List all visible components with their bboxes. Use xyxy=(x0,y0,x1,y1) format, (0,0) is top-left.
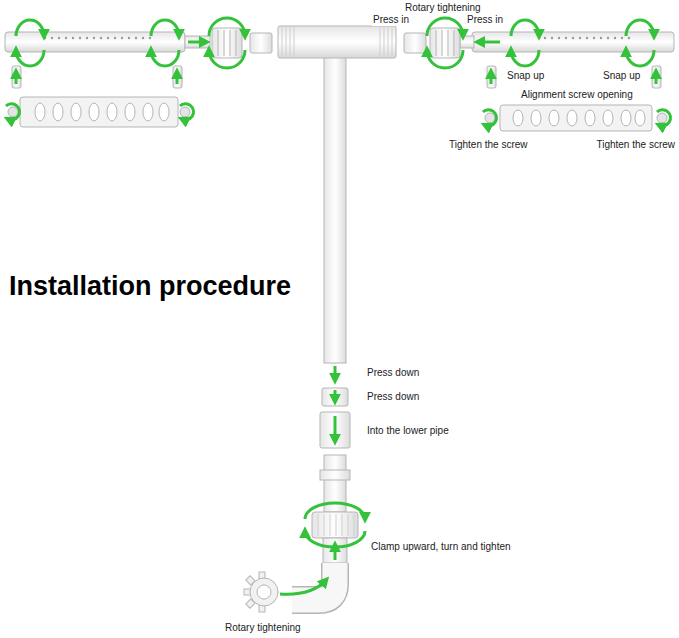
spray-bar xyxy=(460,32,674,52)
step-label: Rotary tightening xyxy=(404,2,482,14)
step-label: Press in xyxy=(466,14,504,26)
diagram-title: Installation procedure xyxy=(8,270,292,302)
clip xyxy=(12,66,661,88)
step-label: Clamp upward, turn and tighten xyxy=(370,541,512,553)
step-label: Into the lower pipe xyxy=(366,425,450,437)
step-label: Tighten the screw xyxy=(448,139,529,151)
step-label: Tighten the screw xyxy=(595,139,676,151)
motion-arrow xyxy=(6,18,671,594)
step-label: Press down xyxy=(366,391,420,403)
step-label: Press in xyxy=(372,14,410,26)
step-label: Rotary tightening xyxy=(224,622,302,634)
tee-fitting xyxy=(278,26,396,363)
step-label: Snap up xyxy=(602,70,641,82)
lower-pipe-parts xyxy=(312,388,358,563)
nozzle-bar xyxy=(8,97,667,131)
step-label: Press down xyxy=(366,367,420,379)
step-label: Alignment screw opening xyxy=(520,89,634,101)
tab-nut xyxy=(244,572,278,612)
step-label: Snap up xyxy=(506,70,545,82)
